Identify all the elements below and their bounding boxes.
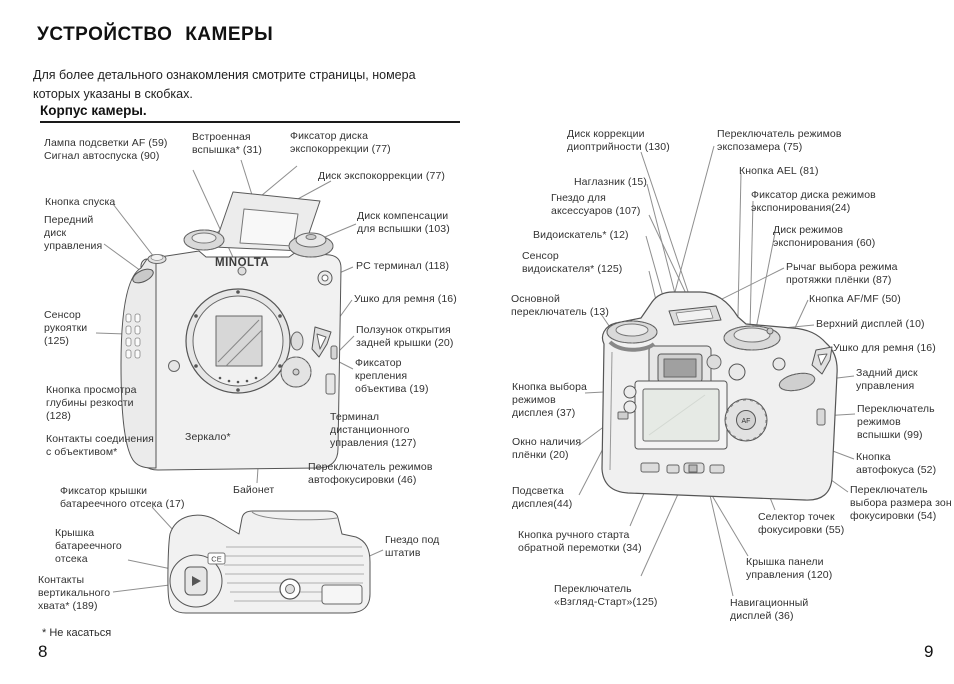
lens-contacts-dots (218, 376, 258, 384)
label-focus-point-selector: Селектор точек фокусировки (55) (758, 511, 845, 537)
main-switch-shape (608, 340, 656, 352)
page-number-left: 8 (38, 642, 48, 661)
label-back-cover-release: Ползунок открытия задней крышки (20) (356, 324, 454, 350)
page-title: УСТРОЙСТВО КАМЕРЫ (37, 24, 274, 45)
front-control-dial-shape (132, 268, 154, 284)
label-control-panel-cover: Крышка панели управления (120) (746, 556, 833, 582)
label-flash-mode-switch: Переключатель режимов вспышки (99) (857, 403, 935, 442)
label-diopter-dial: Диск коррекции диоптрийности (130) (567, 128, 670, 154)
label-battery-cover-latch: Фиксатор крышки батареечного отсека (17) (60, 485, 185, 511)
lens-release-shape (290, 331, 304, 351)
label-eyepiece-sensor: Сенсор видоискателя* (125) (522, 250, 623, 276)
label-af-mf-button: Кнопка AF/MF (50) (809, 293, 901, 305)
label-remote-terminal: Терминал дистанционного управления (127) (330, 411, 417, 450)
label-exp-mode-dial-lock: Фиксатор диска режимов экспонирования(24… (751, 189, 876, 215)
label-eyecup: Наглазник (15) (574, 176, 647, 188)
label-front-control-dial: Передний диск управления (44, 214, 103, 253)
label-dof-preview-button: Кнопка просмотра глубины резкости (128) (46, 384, 137, 423)
flash-mode-switch-shape (816, 408, 826, 426)
label-main-switch: Основной переключатель (13) (511, 293, 609, 319)
diopter-dial-shape (706, 354, 722, 370)
label-vertical-grip-contacts: Контакты вертикального хвата* (189) (38, 574, 111, 613)
label-lens-contacts: Контакты соединения с объективом* (46, 433, 154, 459)
remote-terminal-shape (325, 373, 336, 395)
af-button-label: AF (742, 418, 751, 425)
label-grip-sensor: Сенсор рукоятки (125) (44, 309, 88, 348)
label-exp-comp-dial: Диск экспокоррекции (77) (318, 170, 445, 182)
label-top-display: Верхний дисплей (10) (816, 318, 925, 330)
label-film-window: Окно наличия плёнки (20) (512, 436, 582, 462)
page-number-right: 9 (924, 642, 934, 661)
label-rear-control-dial: Задний диск управления (856, 367, 918, 393)
label-lens-release: Фиксатор крепления объектива (19) (355, 357, 429, 396)
af-mf-button-shape (772, 357, 786, 371)
bottom-view-camera-illustration: CE (167, 510, 371, 614)
label-bayonet: Байонет (233, 484, 275, 496)
label-manual-rewind-button: Кнопка ручного старта обратной перемотки… (518, 529, 642, 555)
front-view-camera-illustration: MINOLTA (120, 191, 342, 471)
af-button-shape (736, 410, 756, 430)
grip-shape (120, 258, 157, 469)
label-viewfinder: Видоискатель* (12) (533, 229, 629, 241)
ce-mark: CE (211, 555, 221, 564)
film-window-shape (617, 411, 629, 420)
section-heading: Корпус камеры. (40, 103, 460, 123)
grip-sensor-slots (125, 313, 141, 359)
label-af-button: Кнопка автофокуса (52) (856, 451, 937, 477)
label-builtin-flash: Встроенная вспышка* (31) (192, 131, 263, 157)
label-eye-start-switch: Переключатель «Взгляд-Старт»(125) (554, 583, 658, 609)
label-exp-mode-dial: Диск режимов экспонирования (60) (773, 224, 876, 250)
bottom-switches (640, 462, 725, 474)
label-af-mode-switch: Переключатель режимов автофокусировки (4… (308, 461, 433, 487)
label-ael-button: Кнопка AEL (81) (739, 165, 819, 177)
label-accessory-socket: Гнездо для аксессуаров (107) (551, 192, 641, 218)
back-cover-release-shape (330, 345, 338, 360)
label-shutter-button: Кнопка спуска (45, 196, 116, 208)
label-af-illuminator: Лампа подсветки AF (59) Сигнал автоспуск… (44, 137, 168, 163)
label-display-mode-button: Кнопка выбора режимов дисплея (37) (512, 381, 587, 420)
label-strap-eyelet-front: Ушко для ремня (16) (354, 293, 457, 305)
af-illuminator-shape (237, 266, 247, 276)
label-battery-cover: Крышка батареечного отсека (55, 527, 122, 566)
label-drive-mode-lever: Рычаг выбора режима протяжки плёнки (87) (786, 261, 898, 287)
ael-button-shape (728, 363, 746, 381)
navigation-display-shape (642, 388, 720, 442)
label-exp-comp-dial-lock: Фиксатор диска экспокоррекции (77) (290, 130, 391, 156)
label-navigation-display: Навигационный дисплей (36) (730, 597, 809, 623)
label-pc-terminal: PC терминал (118) (356, 260, 450, 272)
label-metering-mode-switch: Переключатель режимов экспозамера (75) (717, 128, 842, 154)
label-strap-eyelet-back: Ушко для ремня (16) (833, 342, 936, 354)
display-mode-button-shape (623, 385, 637, 399)
label-tripod-socket: Гнездо под штатив (385, 534, 440, 560)
back-view-camera-illustration: AF (601, 291, 838, 501)
dof-preview-button-shape (168, 360, 180, 372)
footnote: * Не касаться (42, 627, 112, 639)
label-flash-comp-dial: Диск компенсации для вспышки (103) (357, 210, 450, 236)
label-display-illumination: Подсветка дисплея(44) (512, 485, 573, 511)
brand-text: MINOLTA (215, 257, 269, 269)
label-mirror: Зеркало* (185, 431, 231, 443)
intro-text: Для более детального ознакомления смотри… (33, 68, 416, 102)
label-focus-zone-switch: Переключатель выбора размера зон фокусир… (850, 484, 952, 523)
display-illumination-button-shape (623, 400, 637, 414)
